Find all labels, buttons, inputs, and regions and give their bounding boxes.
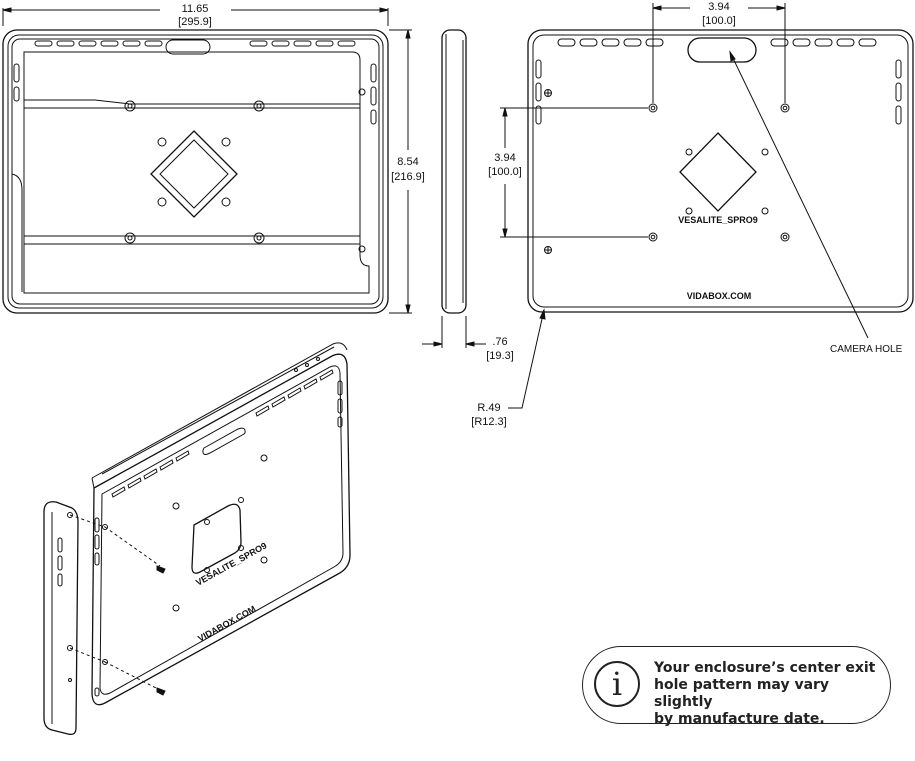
- iso-side-bracket: [43, 501, 79, 736]
- side-view: [441, 29, 467, 314]
- camera-hole-leader: [729, 51, 869, 339]
- camera-hole-label: CAMERA HOLE: [830, 344, 903, 355]
- depth-dimension: [422, 316, 486, 348]
- iso-camera-hole: [202, 427, 246, 455]
- hole-spacing-horizontal-value: 3.94: [708, 1, 729, 13]
- note-callout: i Your enclosure’s center exit hole patt…: [582, 646, 891, 727]
- top-slots: [34, 40, 356, 47]
- back-view: [527, 29, 914, 313]
- note-text: Your enclosure’s center exit hole patter…: [654, 660, 876, 727]
- front-view: [2, 29, 389, 314]
- iso-top-slots: [111, 369, 334, 498]
- height-metric-value: [216.9]: [391, 171, 425, 183]
- iso-screws: [156, 565, 166, 696]
- back-brand-mark: VIDABOX.COM: [687, 291, 752, 301]
- iso-plate-mark: VESALITE_SPRO9: [194, 540, 268, 587]
- corner-radius-leader: [508, 309, 545, 409]
- back-camera-hole: [687, 37, 757, 63]
- front-camera-hole: [165, 39, 211, 55]
- back-plate-mark: VESALITE_SPRO9: [678, 215, 758, 225]
- hole-spacing-horizontal-metric-value: [100.0]: [702, 15, 736, 27]
- hole-spacing-vertical-value: 3.94: [494, 152, 515, 164]
- back-top-slots: [557, 38, 877, 47]
- hole-spacing-horizontal-dimension: [652, 3, 786, 103]
- width-metric-value: [295.9]: [178, 16, 212, 28]
- hole-spacing-vertical-metric-value: [100.0]: [488, 166, 522, 178]
- depth-metric-value: [19.3]: [486, 350, 514, 362]
- width-dimension: [2, 7, 389, 26]
- depth-value: .76: [492, 336, 507, 348]
- corner-radius-metric-value: [R12.3]: [471, 416, 506, 428]
- info-icon: i: [594, 661, 640, 707]
- height-value: 8.54: [397, 156, 418, 168]
- hole-spacing-vertical-dimension: [500, 107, 648, 238]
- corner-radius-value: R.49: [477, 402, 500, 414]
- width-value: 11.65: [182, 3, 209, 15]
- height-dimension: [389, 29, 412, 314]
- isometric-view: [43, 342, 351, 736]
